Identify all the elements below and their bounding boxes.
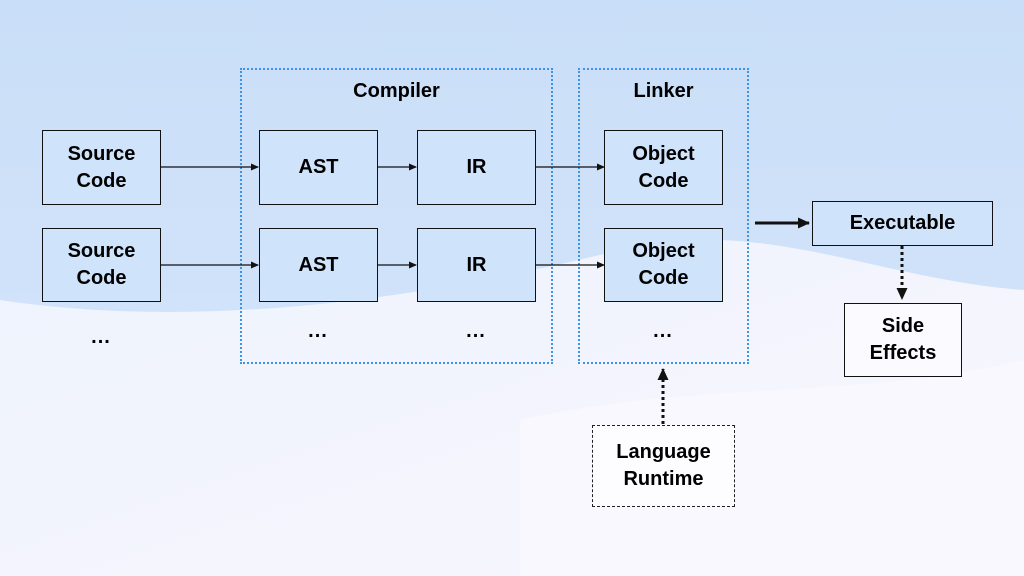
ir-box-2: IR (417, 228, 536, 302)
object-code-box-1: Object Code (604, 130, 723, 205)
executable-box: Executable (812, 201, 993, 246)
ast-more-ellipsis: ... (308, 320, 328, 342)
compiler-title: Compiler (353, 80, 440, 102)
source-code-box-2: Source Code (42, 228, 161, 302)
source-code-box-1: Source Code (42, 130, 161, 205)
ast-box-2: AST (259, 228, 378, 302)
compiler-group (240, 68, 553, 364)
source-more-ellipsis: ... (91, 326, 111, 348)
linker-group (578, 68, 749, 364)
side-effects-box: Side Effects (844, 303, 962, 377)
object-more-ellipsis: ... (653, 320, 673, 342)
ir-more-ellipsis: ... (466, 320, 486, 342)
linker-title: Linker (633, 80, 694, 102)
ir-box-1: IR (417, 130, 536, 205)
ast-box-1: AST (259, 130, 378, 205)
language-runtime-box: Language Runtime (592, 425, 735, 507)
object-code-box-2: Object Code (604, 228, 723, 302)
